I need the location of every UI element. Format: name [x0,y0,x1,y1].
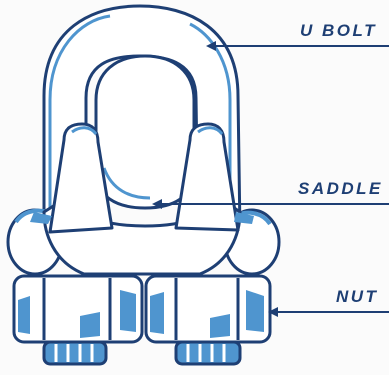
rope-loop-oval [96,56,194,208]
left-nut-shade-3 [80,312,100,338]
rope-loop [96,56,194,208]
right-nut-shade-2 [246,290,264,332]
right-nut-shade-1 [150,292,164,334]
right-nut-thread [176,342,240,364]
left-nut-shade-2 [120,290,136,332]
left-nut-thread [44,342,106,364]
saddle-label: SADDLE [298,179,383,198]
right-nut-shade-3 [210,314,230,338]
u-bolt-label: U BOLT [300,21,377,40]
left-nut [14,276,142,364]
nuts [14,276,270,364]
right-nut [146,276,270,364]
nut-label: NUT [336,287,378,306]
left-nut-shade-1 [18,296,30,334]
